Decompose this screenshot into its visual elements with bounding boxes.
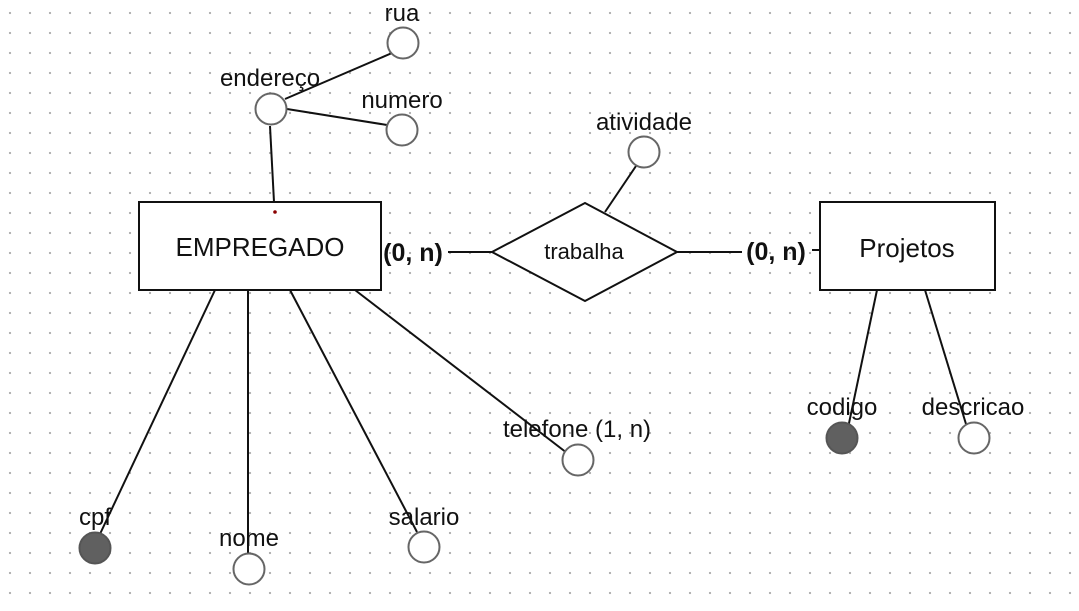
line-projetos-descricao [924, 289, 967, 425]
attribute-telefone-label: telefone (1, n) [502, 416, 652, 443]
cardinality-empregado-label: (0, n) [383, 239, 443, 267]
line-endereco-rua [284, 52, 393, 100]
attribute-rua-circle[interactable] [386, 26, 420, 60]
attribute-endereco-label: endereço [219, 65, 321, 92]
attribute-numero-circle[interactable] [385, 113, 419, 147]
connection-point-dot [273, 210, 277, 214]
attribute-nome-label: nome [218, 525, 280, 552]
attribute-cpf-label: cpf [78, 504, 112, 531]
connector-lines [99, 52, 967, 554]
attribute-atividade-circle[interactable] [627, 135, 661, 169]
cardinality-projetos-label: (0, n) [746, 238, 806, 266]
line-projetos-codigo [847, 289, 878, 429]
attribute-descricao-label: descricao [921, 394, 1025, 421]
attribute-endereco-circle[interactable] [254, 92, 288, 126]
attribute-telefone-circle[interactable] [561, 443, 595, 477]
attribute-nome-circle[interactable] [232, 552, 266, 586]
entity-empregado-label: EMPREGADO [175, 232, 345, 262]
line-endereco-numero [286, 108, 388, 126]
relationship-trabalha-label: trabalha [544, 239, 624, 264]
line-empregado-salario [289, 289, 418, 533]
attribute-descricao-circle[interactable] [957, 421, 991, 455]
attribute-salario-label: salario [388, 504, 460, 531]
line-empregado-cpf [99, 289, 216, 535]
attribute-codigo-label: codigo [806, 394, 878, 421]
key-attribute-codigo-circle[interactable] [825, 421, 859, 455]
entity-projetos-label: Projetos [859, 233, 955, 263]
relationship-trabalha-diamond[interactable] [489, 201, 680, 303]
key-attribute-cpf-circle[interactable] [78, 531, 112, 565]
attribute-rua-label: rua [384, 0, 420, 27]
line-endereco-empregado [269, 125, 275, 203]
attribute-salario-circle[interactable] [407, 530, 441, 564]
line-empregado-telefone [354, 289, 568, 454]
attribute-atividade-label: atividade [595, 109, 693, 136]
entity-empregado-box[interactable] [138, 201, 382, 291]
attribute-numero-label: numero [361, 87, 443, 114]
line-trabalha-atividade [604, 165, 637, 213]
entity-projetos-box[interactable] [819, 201, 996, 291]
